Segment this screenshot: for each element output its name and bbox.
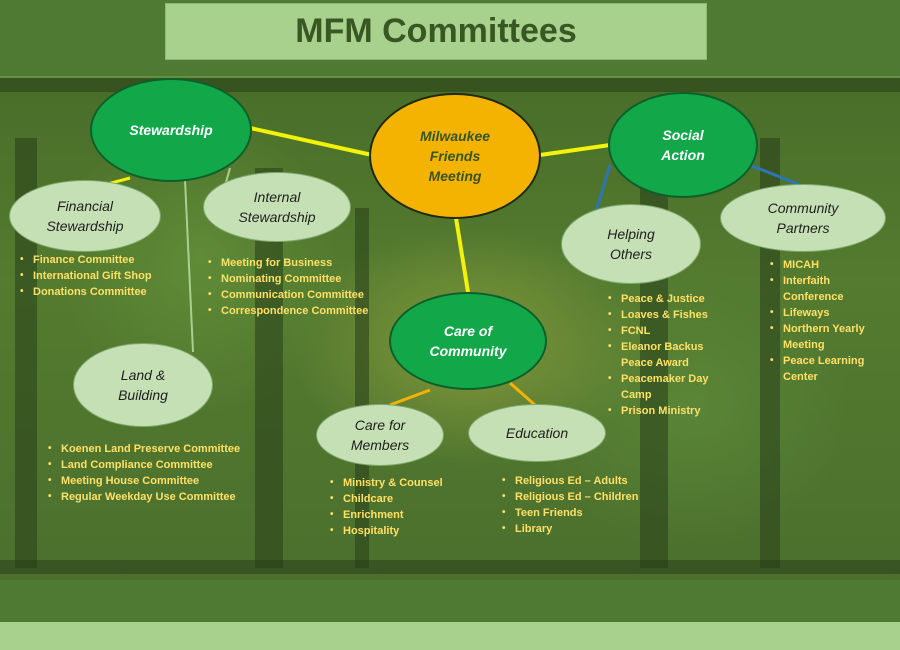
- list-item: Land Compliance Committee: [48, 457, 240, 473]
- node-land-building: Land & Building: [73, 343, 213, 427]
- list-financial-stewardship: Finance Committee International Gift Sho…: [20, 252, 152, 300]
- node-internal-stewardship-label: Internal Stewardship: [238, 187, 315, 227]
- list-item: Correspondence Committee: [208, 303, 368, 319]
- node-care-of-community-label: Care of Community: [430, 321, 507, 361]
- list-item: Teen Friends: [502, 505, 638, 521]
- node-root-label: Milwaukee Friends Meeting: [420, 126, 490, 186]
- link-social-partners: [750, 165, 800, 185]
- link-stewardship-land: [185, 180, 193, 352]
- list-item: Religious Ed – Adults: [502, 473, 638, 489]
- list-community-partners: MICAH Interfaith Conference Lifeways Nor…: [770, 257, 888, 385]
- list-item: Peace Learning Center: [770, 353, 888, 385]
- list-item: Meeting House Committee: [48, 473, 240, 489]
- node-education: Education: [468, 404, 606, 462]
- node-stewardship: Stewardship: [90, 78, 252, 182]
- list-item: Interfaith Conference: [770, 273, 888, 305]
- list-item: Peacemaker Day Camp: [608, 371, 731, 403]
- list-item: Peace & Justice: [608, 291, 728, 307]
- node-social-action-label: Social Action: [661, 125, 705, 165]
- list-land-building: Koenen Land Preserve Committee Land Comp…: [48, 441, 240, 505]
- node-community-partners: Community Partners: [720, 184, 886, 252]
- list-item: Donations Committee: [20, 284, 152, 300]
- list-item: Nominating Committee: [208, 271, 368, 287]
- link-root-social-action: [540, 145, 610, 155]
- node-helping-others-label: Helping Others: [607, 224, 654, 264]
- list-item: Meeting for Business: [208, 255, 368, 271]
- list-item: Northern Yearly Meeting: [770, 321, 888, 353]
- list-item: Religious Ed – Children: [502, 489, 638, 505]
- list-item: Communication Committee: [208, 287, 368, 303]
- list-care-for-members: Ministry & Counsel Childcare Enrichment …: [330, 475, 443, 539]
- node-care-of-community: Care of Community: [389, 292, 547, 390]
- link-community-members: [390, 390, 430, 405]
- list-item: Lifeways: [770, 305, 888, 321]
- node-stewardship-label: Stewardship: [129, 120, 212, 140]
- list-item: Finance Committee: [20, 252, 152, 268]
- list-item: Prison Ministry: [608, 403, 728, 419]
- list-item: FCNL: [608, 323, 728, 339]
- node-land-building-label: Land & Building: [118, 365, 168, 405]
- node-financial-stewardship-label: Financial Stewardship: [46, 196, 123, 236]
- list-item: Eleanor Backus Peace Award: [608, 339, 716, 371]
- list-item: Regular Weekday Use Committee: [48, 489, 240, 505]
- list-item: Library: [502, 521, 638, 537]
- list-item: MICAH: [770, 257, 888, 273]
- link-community-education: [510, 383, 535, 405]
- list-education: Religious Ed – Adults Religious Ed – Chi…: [502, 473, 638, 537]
- node-helping-others: Helping Others: [561, 204, 701, 284]
- node-care-for-members: Care for Members: [316, 404, 444, 466]
- link-root-stewardship: [250, 128, 372, 155]
- list-item: Childcare: [330, 491, 443, 507]
- node-milwaukee-friends-meeting: Milwaukee Friends Meeting: [369, 93, 541, 219]
- list-item: Hospitality: [330, 523, 443, 539]
- node-internal-stewardship: Internal Stewardship: [203, 172, 351, 242]
- node-education-label: Education: [506, 423, 568, 443]
- link-root-care-of-community: [456, 218, 468, 292]
- list-item: Koenen Land Preserve Committee: [48, 441, 240, 457]
- list-internal-stewardship: Meeting for Business Nominating Committe…: [208, 255, 368, 319]
- list-item: International Gift Shop: [20, 268, 152, 284]
- node-financial-stewardship: Financial Stewardship: [9, 180, 161, 252]
- list-item: Ministry & Counsel: [330, 475, 443, 491]
- list-item: Enrichment: [330, 507, 443, 523]
- node-social-action: Social Action: [608, 92, 758, 198]
- list-item: Loaves & Fishes: [608, 307, 728, 323]
- list-helping-others: Peace & Justice Loaves & Fishes FCNL Ele…: [608, 291, 728, 419]
- node-care-for-members-label: Care for Members: [351, 415, 409, 455]
- node-community-partners-label: Community Partners: [768, 198, 839, 238]
